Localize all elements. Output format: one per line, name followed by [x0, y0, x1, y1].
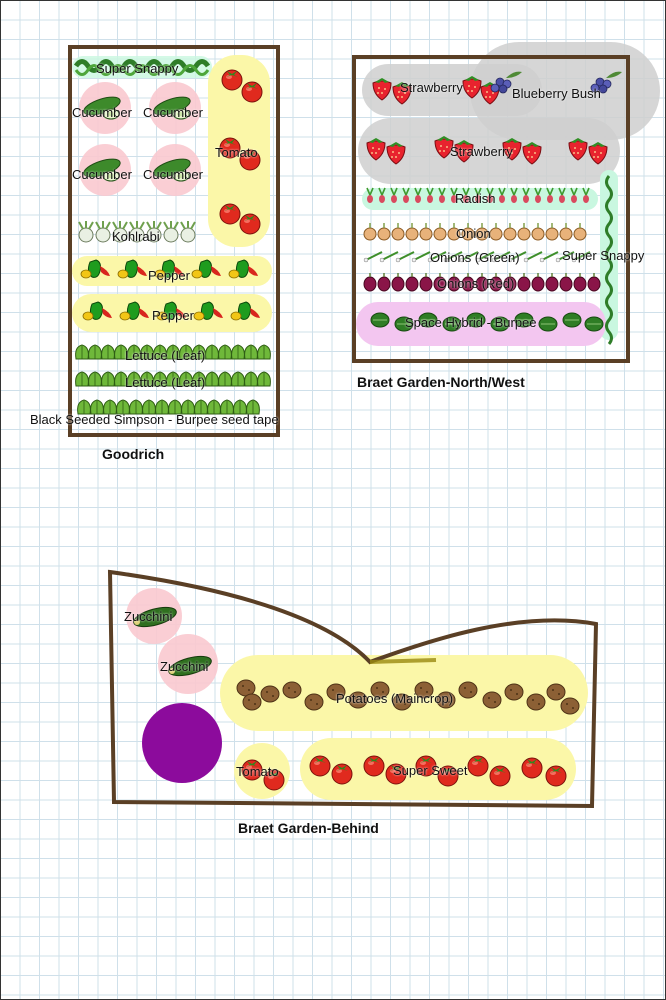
label-tomato: Tomato — [215, 145, 258, 160]
label-cucumber: Cucumber — [72, 105, 132, 120]
label-super-snappy: Super Snappy — [96, 61, 179, 76]
goodrich-bed-border — [68, 45, 280, 437]
goodrich-garden — [68, 45, 280, 437]
label-lettuce-leaf: Lettuce (Leaf) — [125, 348, 206, 363]
title-north-west: Braet Garden-North/West — [357, 374, 525, 390]
label-pepper: Pepper — [148, 268, 190, 283]
label-pepper: Pepper — [152, 308, 194, 323]
purple-circle-marker — [142, 703, 222, 783]
label-kohlrabi: Kohlrabi — [112, 229, 160, 244]
north-west-bed-border — [352, 55, 630, 363]
label-black-seeded-simpson: Black Seeded Simpson - Burpee seed tape — [30, 412, 279, 427]
label-lettuce-leaf: Lettuce (Leaf) — [125, 375, 206, 390]
super-snappy-row — [73, 59, 211, 76]
label-cucumber: Cucumber — [143, 105, 203, 120]
label-radish: Radish — [455, 191, 496, 206]
label-super-snappy: Super Snappy — [562, 248, 645, 263]
label-strawberry: Strawberry — [450, 144, 513, 159]
blueberry-zone — [470, 42, 660, 140]
north-west-garden — [352, 42, 660, 363]
potato-zone — [220, 655, 588, 731]
title-goodrich: Goodrich — [102, 446, 165, 462]
label-cucumber: Cucumber — [72, 167, 132, 182]
label-blueberry-bush: Blueberry Bush — [512, 86, 601, 101]
behind-garden — [107, 569, 599, 809]
label-strawberry: Strawberry — [400, 80, 463, 95]
label-onions-red: Onions (Red) — [437, 276, 515, 291]
super-snappy-vertical-row — [605, 175, 613, 345]
label-onion: Onion — [456, 226, 491, 241]
strawberry-zone-2 — [358, 118, 620, 184]
title-behind: Braet Garden-Behind — [238, 820, 379, 836]
label-cucumber: Cucumber — [143, 167, 203, 182]
super-sweet-zone — [300, 738, 576, 800]
snappy-zone-vertical — [600, 170, 618, 340]
label-super-sweet: Super Sweet — [393, 763, 468, 778]
label-space-hybrid: Space Hybrid - Burpee — [405, 315, 537, 330]
label-tomato: Tomato — [236, 764, 279, 779]
label-zucchini: Zucchini — [124, 609, 173, 624]
label-onions-green: Onions (Green) — [430, 250, 520, 265]
label-potatoes: Potatoes (Maincrop) — [336, 691, 454, 706]
label-zucchini: Zucchini — [160, 659, 209, 674]
